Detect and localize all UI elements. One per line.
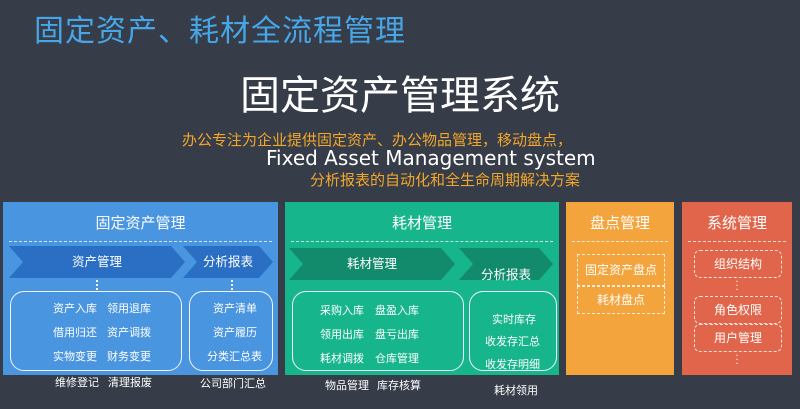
inventory-accounting-caption: 库存核算 <box>377 379 421 392</box>
asset-report-box <box>189 291 273 371</box>
panel-divider <box>688 241 786 242</box>
fixed-asset-report-label: 分析报表 <box>202 254 253 269</box>
system-item-label: 用户管理 <box>713 331 762 345</box>
consumables-operation-item: 盘亏出库 <box>375 328 419 341</box>
panel-divider <box>9 241 272 242</box>
asset-operation-item: 财务变更 <box>107 350 151 363</box>
asset-management-label: 资产管理 <box>71 254 122 269</box>
chevron-arrow-shape <box>183 246 273 278</box>
asset-report-item: 资产清单 <box>213 302 257 315</box>
consumables-requisition-caption: 耗材领用 <box>494 384 538 397</box>
consumables-operation-item: 盘盈入库 <box>375 304 419 317</box>
consumables-operation-item: 仓库管理 <box>375 352 419 365</box>
inventory-panel-title: 盘点管理 <box>589 214 650 232</box>
consumables-operations-box <box>292 291 464 371</box>
inventory-item-box: 固定资产盘点 <box>577 254 665 286</box>
inventory-item-box: 耗材盘点 <box>577 286 665 314</box>
consumables-operation-item: 领用出库 <box>320 328 364 341</box>
asset-operation-item: 实物变更 <box>53 350 97 363</box>
department-summary-caption: 公司部门汇总 <box>200 377 266 390</box>
chevron-arrow-shape <box>9 246 185 278</box>
consumables-panel: 耗材管理 耗材管理 分析报表 采购入库 盘盈入库 领用出库 盘亏出库 耗材调拨 … <box>285 202 559 375</box>
system-item-label: 组织结构 <box>713 257 762 271</box>
asset-management-chevron: 资产管理 <box>9 246 185 278</box>
system-item-label: 角色权限 <box>713 303 762 317</box>
consumables-operation-item: 采购入库 <box>320 304 364 317</box>
asset-operations-box <box>10 291 182 371</box>
consumables-operation-item: 耗材调拨 <box>320 352 364 365</box>
english-title: Fixed Asset Management system <box>266 146 596 170</box>
asset-operation-item: 资产调拨 <box>107 326 151 339</box>
system-panel: 系统管理 组织结构 ··· 角色权限 用户管理 ··· <box>682 202 792 375</box>
inventory-item-label: 固定资产盘点 <box>584 263 657 277</box>
repair-registration-caption: 维修登记 <box>55 376 99 389</box>
connector-dots <box>231 280 235 290</box>
consumables-panel-title: 耗材管理 <box>391 214 452 232</box>
consumables-report-box <box>469 291 557 371</box>
system-panel-title: 系统管理 <box>706 214 767 232</box>
consumables-report-item: 实时库存 <box>492 313 536 326</box>
asset-report-item: 资产履历 <box>213 326 257 339</box>
inventory-panel: 盘点管理 固定资产盘点 耗材盘点 <box>566 202 674 375</box>
fixed-asset-panel: 固定资产管理 资产管理 分析报表 资产入库 领用退库 借用归还 资产调拨 实物变… <box>3 202 278 375</box>
connector-dots: ··· <box>735 351 739 370</box>
system-item-box: 角色权限 <box>694 296 782 324</box>
consumables-management-label: 耗材管理 <box>346 256 397 271</box>
consumables-report-item: 收发存明细 <box>485 358 540 371</box>
chevron-arrow-shape <box>459 248 553 280</box>
system-item-box: 组织结构 <box>694 250 782 278</box>
panel-divider <box>291 241 553 242</box>
asset-report-item: 分类汇总表 <box>207 350 262 363</box>
fixed-asset-report-chevron: 分析报表 <box>183 246 273 278</box>
asset-operation-item: 领用退库 <box>107 302 151 315</box>
asset-operation-item: 借用归还 <box>53 326 97 339</box>
fixed-asset-panel-title: 固定资产管理 <box>95 214 186 232</box>
chevron-arrow-shape <box>289 248 455 280</box>
consumables-report-item: 收发存汇总 <box>485 335 540 348</box>
consumables-report-chevron: 分析报表 <box>459 248 553 282</box>
disposal-caption: 清理报废 <box>108 376 152 389</box>
panel-divider <box>572 241 668 242</box>
asset-operation-item: 资产入库 <box>53 302 97 315</box>
main-title: 固定资产管理系统 <box>240 73 560 119</box>
tagline-line-2: 分析报表的自动化和全生命周期解决方案 <box>310 171 581 189</box>
goods-management-caption: 物品管理 <box>325 379 369 392</box>
connector-dots <box>96 280 100 290</box>
consumables-report-label: 分析报表 <box>480 267 531 282</box>
connector-dots: ··· <box>735 277 739 296</box>
inventory-item-label: 耗材盘点 <box>596 293 645 307</box>
header-title: 固定资产、耗材全流程管理 <box>34 14 406 49</box>
consumables-management-chevron: 耗材管理 <box>289 248 455 280</box>
system-item-box: 用户管理 <box>694 324 782 352</box>
tagline-line-1: 办公专注为企业提供固定资产、办公物品管理，移动盘点， <box>182 131 573 149</box>
